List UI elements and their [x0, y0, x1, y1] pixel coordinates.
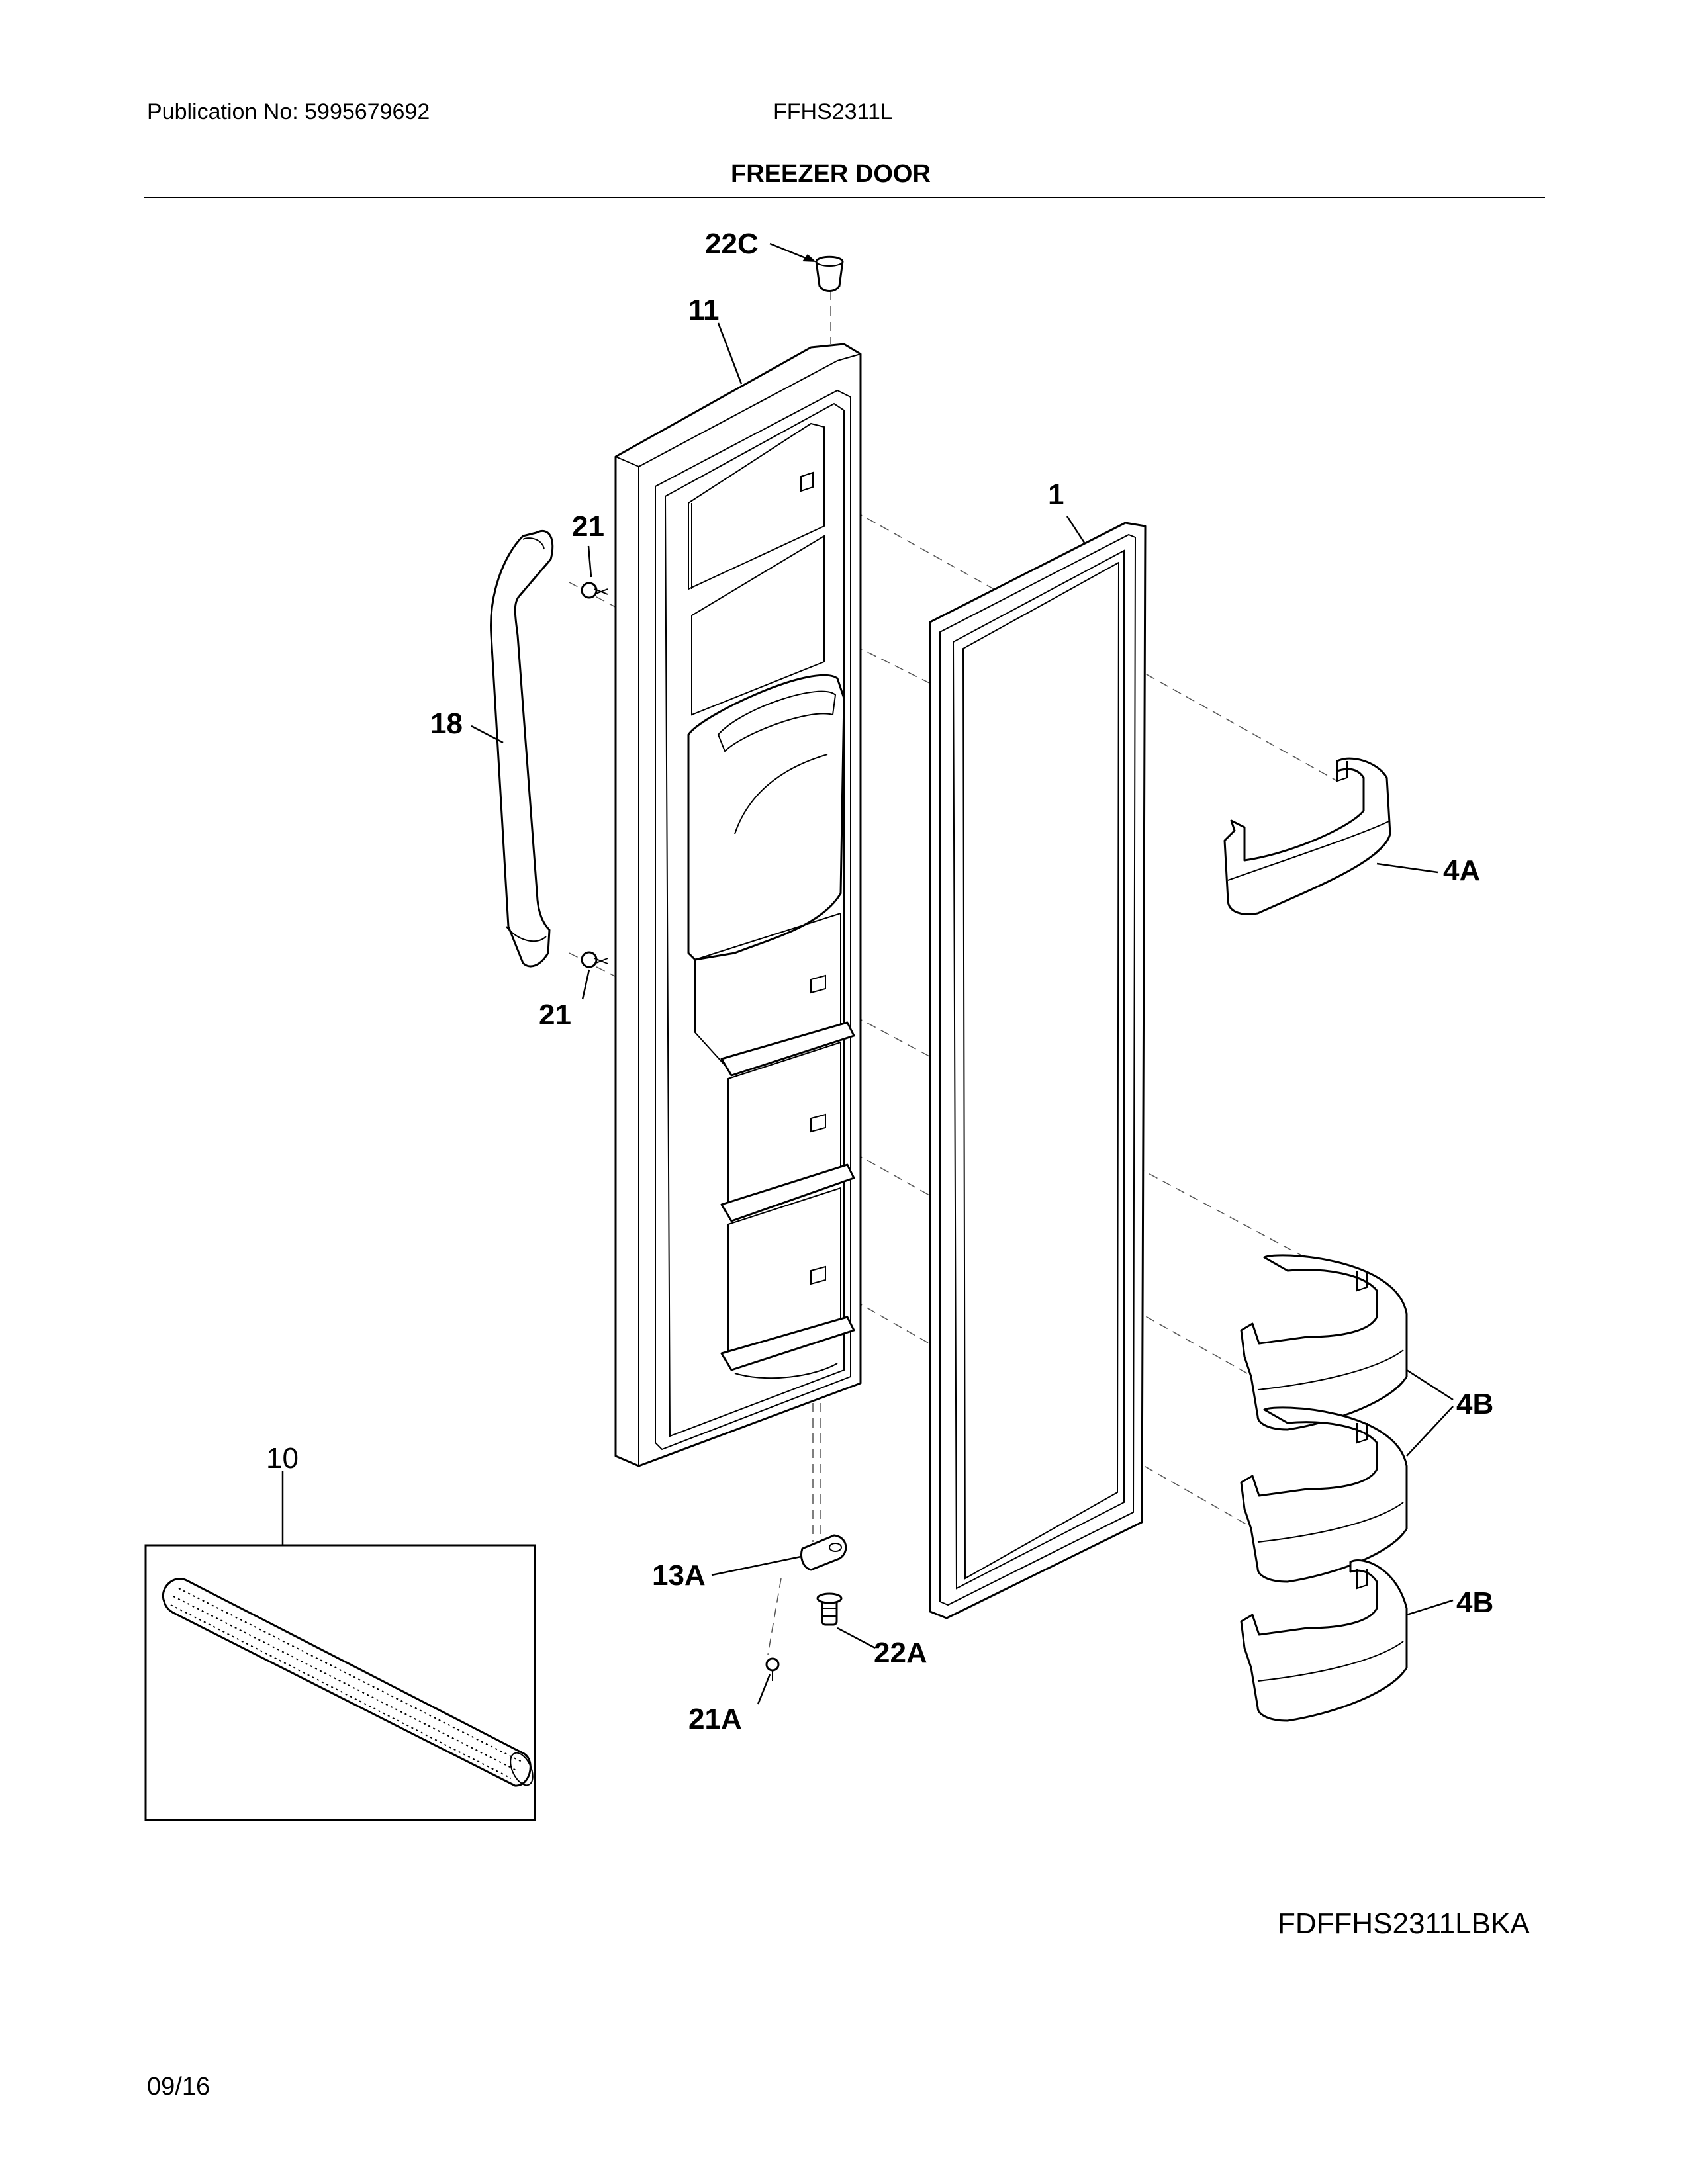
publication-date: 09/16 [147, 2073, 211, 2101]
door-bin-part-4B-middle [1240, 1406, 1408, 1583]
callout-4B-bottom: 4B [1456, 1586, 1493, 1619]
page-title: FREEZER DOOR [731, 160, 931, 188]
hinge-bracket-part-13A [800, 1534, 847, 1571]
callout-10: 10 [266, 1442, 299, 1475]
door-gasket-part-1 [929, 522, 1147, 1619]
hinge-bushing-part-22C [815, 255, 844, 292]
callout-22A: 22A [874, 1637, 927, 1669]
handle-screw-part-21-top [581, 582, 608, 599]
hinge-screw-part-21A [765, 1657, 780, 1681]
callout-21A: 21A [688, 1703, 742, 1735]
callout-11: 11 [688, 294, 720, 326]
callout-22C: 22C [705, 228, 759, 260]
door-bin-part-4A [1223, 757, 1391, 915]
callout-21-bottom: 21 [539, 999, 571, 1031]
water-tube-part-10 [144, 1471, 536, 1821]
door-handle-part-18 [490, 530, 554, 968]
callout-18: 18 [430, 707, 463, 740]
handle-screw-part-21-bottom [581, 951, 608, 968]
model-number: FFHS2311L [773, 99, 893, 124]
callout-labels: 22C 11 1 21 18 4A 21 10 4B 13A 22A 21A 4… [266, 228, 1493, 1735]
callout-4B-top: 4B [1456, 1388, 1493, 1420]
header-divider [144, 197, 1545, 198]
callout-4A: 4A [1443, 854, 1480, 887]
hinge-pin-part-22A [816, 1592, 843, 1626]
publication-number: Publication No: 5995679692 [147, 99, 430, 124]
freezer-door-liner-part-11 [614, 343, 862, 1467]
callout-13A: 13A [652, 1559, 706, 1592]
callout-21-top: 21 [572, 510, 604, 543]
door-bin-part-4B-upper [1240, 1254, 1408, 1431]
door-bin-part-4B-lower [1240, 1559, 1408, 1722]
callout-1: 1 [1048, 478, 1064, 511]
diagram-code: FDFFHS2311LBKA [1278, 1907, 1530, 1940]
callout-leader-lines [471, 242, 1454, 1705]
